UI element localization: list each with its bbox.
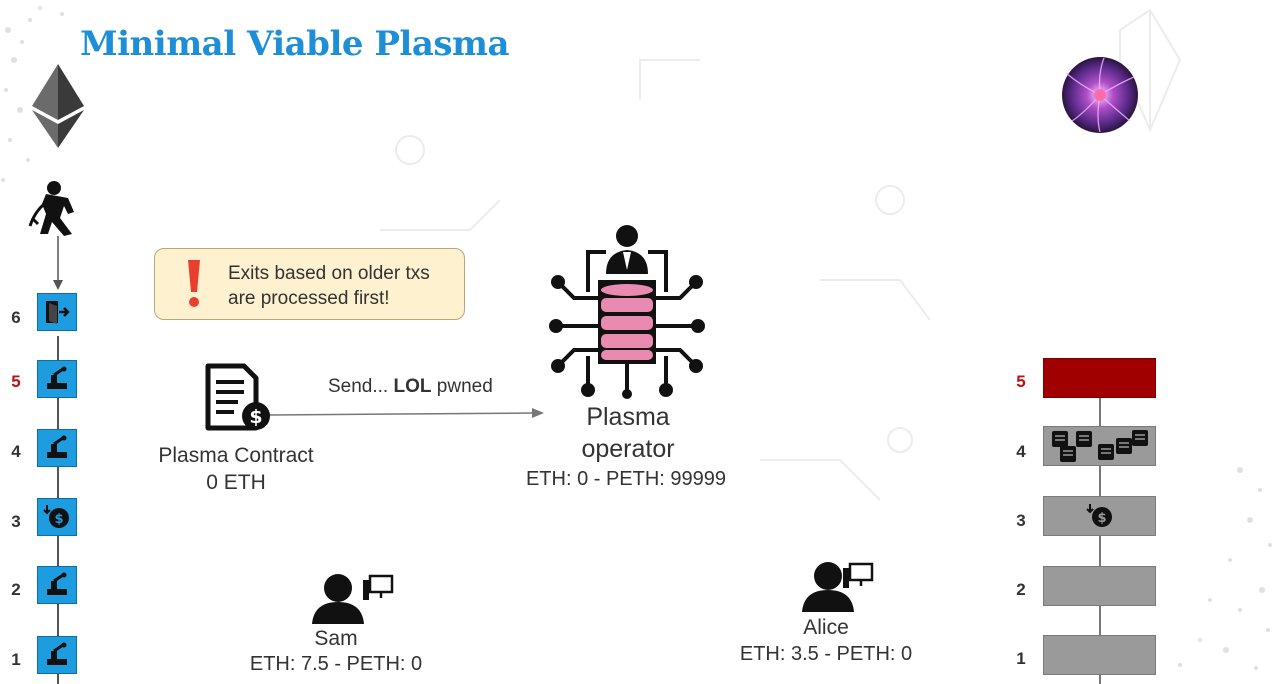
miner-cart-icon xyxy=(47,435,67,458)
contract-document-icon: $ xyxy=(205,363,270,431)
miner-arrow xyxy=(53,236,63,290)
operator-name-line-1: Plasma xyxy=(586,403,670,431)
coin-deposit-icon: $ xyxy=(43,505,69,528)
alice-user-icon xyxy=(802,562,874,612)
miner-cart-icon xyxy=(47,366,67,389)
transaction-pile-icon xyxy=(1051,430,1148,462)
miner-cart-icon xyxy=(47,642,67,665)
callout-line-1: Exits based on older txs xyxy=(228,263,430,284)
sam-name: Sam xyxy=(314,627,358,650)
left-block-2 xyxy=(37,566,77,604)
callout-line-2: are processed first! xyxy=(228,288,390,309)
right-block-4 xyxy=(1043,426,1156,466)
send-label: Send... LOL pwned xyxy=(328,376,493,398)
callout-box xyxy=(154,248,465,320)
svg-text:$: $ xyxy=(54,512,63,527)
right-chain-line xyxy=(1099,398,1101,684)
alice-name: Alice xyxy=(803,616,849,639)
right-block-number-2: 2 xyxy=(1016,580,1026,599)
page-title: Minimal Viable Plasma xyxy=(80,24,510,64)
right-block-2 xyxy=(1043,566,1156,606)
exit-door-icon xyxy=(46,301,70,324)
send-suffix: pwned xyxy=(431,376,493,397)
right-block-1 xyxy=(1043,635,1156,675)
contract-balance: 0 ETH xyxy=(206,471,266,494)
ethereum-logo-icon xyxy=(32,64,84,148)
miner-cart-icon xyxy=(47,572,67,595)
operator-name-line-2: operator xyxy=(581,435,675,463)
right-block-number-5: 5 xyxy=(1016,372,1026,391)
svg-text:$: $ xyxy=(1097,511,1106,526)
coin-deposit-icon: $ xyxy=(1085,504,1112,527)
right-block-3: $ xyxy=(1043,496,1156,536)
left-block-1 xyxy=(37,636,77,674)
contract-name: Plasma Contract xyxy=(158,444,314,467)
left-block-number-6: 6 xyxy=(11,308,21,327)
operator-balance: ETH: 0 - PETH: 99999 xyxy=(525,468,727,490)
sam-user-icon xyxy=(312,574,394,624)
send-prefix: Send... xyxy=(328,376,394,397)
miner-icon xyxy=(28,181,74,236)
left-block-number-2: 2 xyxy=(11,580,21,599)
left-block-number-4: 4 xyxy=(11,442,21,461)
right-block-number-4: 4 xyxy=(1016,442,1026,461)
left-block-4 xyxy=(37,429,77,467)
right-block-number-1: 1 xyxy=(1016,649,1026,668)
plasma-ball-icon xyxy=(1062,57,1138,133)
left-block-number-5: 5 xyxy=(11,372,21,391)
left-block-6 xyxy=(37,293,77,331)
exclamation-icon xyxy=(188,260,200,307)
left-block-number-3: 3 xyxy=(11,512,21,531)
send-bold: LOL xyxy=(393,376,432,397)
right-block-5 xyxy=(1043,358,1156,398)
operator-name: Plasma operator xyxy=(548,401,708,465)
sam-balance: ETH: 7.5 - PETH: 0 xyxy=(249,653,423,675)
left-block-3: $ xyxy=(37,498,77,536)
alice-balance: ETH: 3.5 - PETH: 0 xyxy=(739,643,913,665)
right-block-number-3: 3 xyxy=(1016,511,1026,530)
left-block-5 xyxy=(37,360,77,398)
svg-text:$: $ xyxy=(249,406,262,428)
plasma-operator-icon xyxy=(549,225,705,399)
left-block-number-1: 1 xyxy=(11,650,21,669)
callout-text: Exits based on older txs are processed f… xyxy=(228,261,430,311)
send-arrow xyxy=(270,408,544,418)
